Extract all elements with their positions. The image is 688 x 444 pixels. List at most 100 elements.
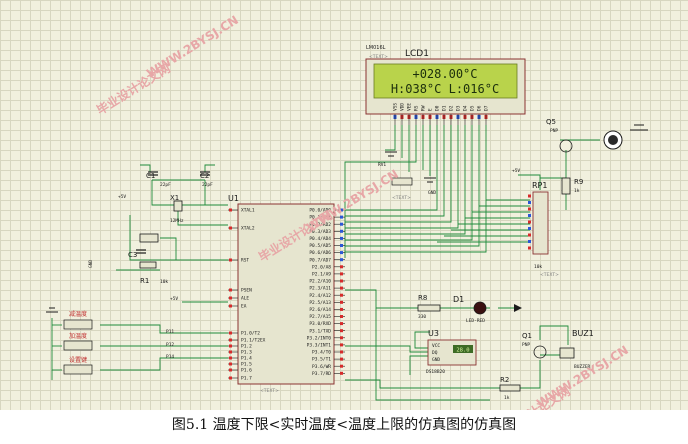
mcu-left-pin [229,356,232,360]
net-label-p11: P11 [166,329,174,335]
r8-value: 330 [418,314,426,320]
mcu-right-pin-label: P3.4/T0 [312,350,331,356]
mcu-right-pin [340,336,343,340]
mcu-right-pin-label: P3.2/INT0 [307,335,332,341]
rp1-pin [528,240,531,243]
buzzer-icon [559,347,575,359]
mcu-right-pin-label: P2.4/A12 [309,293,331,299]
lcd-pin-label: RS [414,105,420,111]
u3-label: U3 [428,329,439,338]
sensor-u3: U3 VCC DQ GND 28.0 DS18B20 [426,329,477,375]
buz-part: BUZZER [574,364,591,370]
net-label-p14: P14 [166,354,174,360]
r1-value: 10k [160,279,168,285]
mcu-left-pin [229,331,232,335]
mcu-right-pin [340,236,343,240]
pot-symbol [391,177,413,186]
led-circuit: R8 330 D1 LED-RED [417,294,522,324]
u3-reading: 28.0 [456,348,469,354]
figure-caption: 图5.1 温度下限<实时温度<温度上限的仿真图的仿真图 [171,417,517,433]
button-decrease-label: 减温度 [69,310,87,318]
mcu-left-pin [229,304,232,308]
watermark-en-2: WWW.2BYSJ.CN [304,167,401,235]
rp1-pin [528,207,531,211]
mcu-left-pin-label: RST [241,258,249,264]
lcd-pin-label: D5 [470,105,476,111]
c1-label: C1 [146,172,155,180]
r9-resistor [561,177,571,195]
button-decrease: 减温度 [63,310,93,330]
schematic-canvas: LM016L LCD1 <TEXT> +028.00°C H:038°C L:0… [0,0,688,410]
lcd-display: LM016L LCD1 <TEXT> +028.00°C H:038°C L:0… [365,45,526,125]
mcu-right-pin [340,286,343,290]
mcu-right-pin [340,329,343,333]
watermark: 毕业设计论文网 WWW.2BYSJ.CN 毕业设计论文网 WWW.2BYSJ.C… [94,13,631,410]
mcu-right-pin [340,343,343,347]
c2-value: 22pF [202,182,213,188]
mcu-right-pin-label: P3.0/RXD [309,321,331,327]
mcu-left-pin [229,350,232,354]
motor-hub [608,135,618,145]
mcu-left-pin-label: P1.5 [241,362,252,368]
mcu-right-pin [340,371,343,375]
mcu-left-pin [229,362,232,366]
mcu-left-pin [229,226,232,230]
mcu-left-pin [229,288,232,292]
mcu-right-pin-label: P2.7/A15 [309,314,331,320]
mcu-left-pins: XTAL1XTAL2RSTPSENALEEAP1.0/T2P1.1/T2EXP1… [228,208,266,382]
lcd-pin-label: VDD [400,103,406,111]
pot-text-tag: <TEXT> [392,195,411,201]
d1-value: LED-RED [466,318,485,324]
mcu-right-pin [340,265,343,269]
u3-pin-vcc: VCC [432,343,440,349]
mcu-left-pin-label: P1.7 [241,376,252,382]
lcd-screen [373,63,518,99]
r9-value: 1k [574,188,580,194]
oscillator-circuit: C1 22pF C2 22pF X1 12MHz +5V [118,171,213,224]
mcu-ref-label: U1 [228,194,239,203]
mcu-right-pin-label: P2.3/A11 [309,286,331,292]
c3-label: C3 [128,251,137,259]
u3-readout [453,345,473,353]
led-icon [473,301,487,315]
lcd-pin-label: D6 [477,105,483,111]
led-arrow [514,304,522,312]
mcu-left-pin-label: P1.2 [241,344,252,350]
mcu-right-pin [340,215,343,219]
mcu-left-pin-label: P1.0/T2 [241,331,260,337]
contrast-pot: RV1 GND <TEXT> [378,151,436,201]
mcu-right-pin [340,293,343,297]
u3-part: DS18B20 [426,369,445,375]
schematic-drawing: LM016L LCD1 <TEXT> +028.00°C H:038°C L:0… [46,13,648,410]
rp1-pin [528,214,531,217]
mcu-left-pin-label: ALE [241,296,249,302]
r8-label: R8 [418,294,427,302]
rp1-text-tag: <TEXT> [540,272,559,278]
x1-label: X1 [170,194,179,202]
mcu-left-pin-label: P1.1/T2EX [241,338,266,344]
mcu-right-pin-label: P3.3/INT1 [307,343,332,349]
lcd-pin-label: VEE [407,103,413,111]
lcd-pin-label: D2 [449,105,455,111]
pot-part-label: RV1 [378,162,386,168]
ea-vcc-label: +5V [170,296,178,302]
r9-label: R9 [574,178,583,186]
r8-resistor [417,304,441,312]
mcu-left-pin [229,208,232,212]
x1-value: 12MHz [170,218,184,224]
crystal-symbol [173,200,183,212]
mcu-right-pin-label: P0.2/AD2 [309,222,331,228]
reset-circuit: C3 R1 10k GND +5V [88,233,178,302]
mcu-left-pin-label: XTAL1 [241,208,255,214]
osc-vcc-label: +5V [118,194,126,200]
r1-resistor [139,261,157,269]
lcd-pin-label: VSS [393,103,399,111]
mcu-right-pin-label: P2.1/A9 [312,272,331,278]
rp1-label: RP1 [532,181,547,190]
q5-type: PNP [550,128,558,134]
c1-value: 22pF [160,182,171,188]
mcu-right-pin [340,244,343,247]
mcu-right-pin-label: P0.5/AD5 [309,243,331,249]
mcu-right-pin-label: P3.1/TXD [309,328,331,334]
mcu-right-pin [340,364,343,368]
